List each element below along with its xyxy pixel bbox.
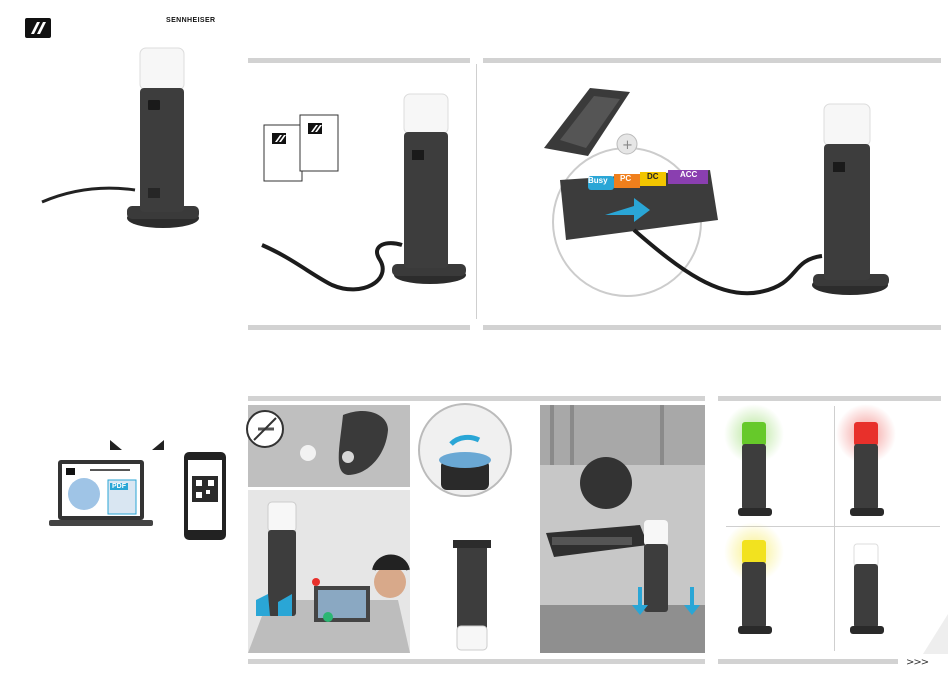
panel-divider — [476, 64, 477, 319]
svg-text:+: + — [622, 138, 633, 153]
status-lights-illustration — [718, 404, 948, 654]
divider-bar — [718, 396, 941, 401]
pdf-label: PDF — [110, 483, 128, 490]
port-label-busy: Busy — [588, 176, 608, 185]
base-station-illustration — [540, 405, 705, 653]
divider-bar — [248, 659, 705, 664]
attach-adhesive-illustration — [415, 400, 540, 655]
port-label-dc: DC — [647, 172, 659, 181]
busylight-device-illustration — [30, 40, 230, 240]
divider-bar — [718, 659, 898, 664]
divider-bar — [248, 58, 470, 63]
port-label-pc: PC — [620, 174, 631, 183]
no-screw-icon — [246, 410, 284, 448]
divider-bar — [483, 325, 941, 330]
connect-to-base-illustration: + — [530, 70, 945, 320]
package-contents-illustration — [252, 70, 472, 310]
sennheiser-logo-icon — [25, 18, 51, 38]
divider-bar — [248, 325, 470, 330]
next-page-indicator[interactable]: >>> — [906, 657, 928, 668]
brand-name: SENNHEISER — [166, 17, 216, 24]
laptop-and-phone-illustration — [46, 436, 236, 546]
port-label-acc: ACC — [680, 170, 697, 179]
desk-mount-illustration — [248, 490, 410, 653]
divider-bar — [483, 58, 941, 63]
